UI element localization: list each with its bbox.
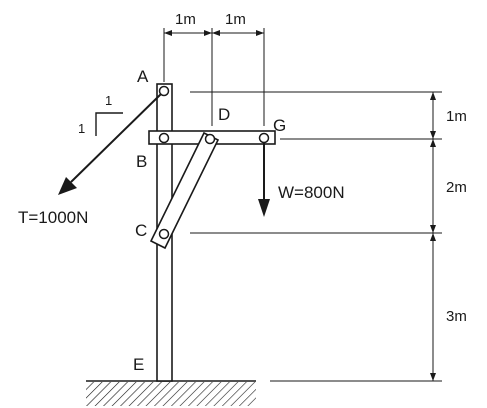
point-a-label: A xyxy=(137,67,149,86)
dim-right-arrow-6 xyxy=(430,373,436,381)
dim-right-arrow-1 xyxy=(430,92,436,100)
dim-right-arrow-2 xyxy=(430,131,436,139)
weight-arrow-head xyxy=(258,199,270,217)
point-c-label: C xyxy=(135,221,147,240)
pin-a xyxy=(158,85,170,97)
dim-top-arrow-3 xyxy=(212,30,220,36)
dim-top-right-label: 1m xyxy=(225,11,246,28)
dim-right-arrow-4 xyxy=(430,225,436,233)
point-g-label: G xyxy=(273,116,286,135)
ground-hatch xyxy=(86,382,256,406)
pin-b xyxy=(158,132,170,144)
point-e-label: E xyxy=(133,355,144,374)
slope-triangle xyxy=(95,112,123,136)
dim-right-2-label: 2m xyxy=(446,179,467,196)
pin-d xyxy=(204,133,216,145)
tension-label: T=1000N xyxy=(18,208,88,227)
point-d-label: D xyxy=(218,105,230,124)
point-b-label: B xyxy=(136,152,147,171)
pin-c xyxy=(158,228,170,240)
dim-top-left-label: 1m xyxy=(175,11,196,28)
slope-horizontal-label: 1 xyxy=(105,93,112,108)
weight-label: W=800N xyxy=(278,183,345,202)
dim-right-arrow-3 xyxy=(430,139,436,147)
dim-right-3-label: 3m xyxy=(446,308,467,325)
pin-g xyxy=(258,132,270,144)
tension-arrow-head xyxy=(58,177,77,195)
dim-top-arrow-2 xyxy=(204,30,212,36)
slope-vertical-label: 1 xyxy=(78,121,85,136)
tension-arrow-shaft xyxy=(70,93,162,183)
dim-right-arrow-5 xyxy=(430,233,436,241)
dim-top-arrow-4 xyxy=(256,30,264,36)
dim-right-1-label: 1m xyxy=(446,108,467,125)
dim-top-arrow-1 xyxy=(164,30,172,36)
